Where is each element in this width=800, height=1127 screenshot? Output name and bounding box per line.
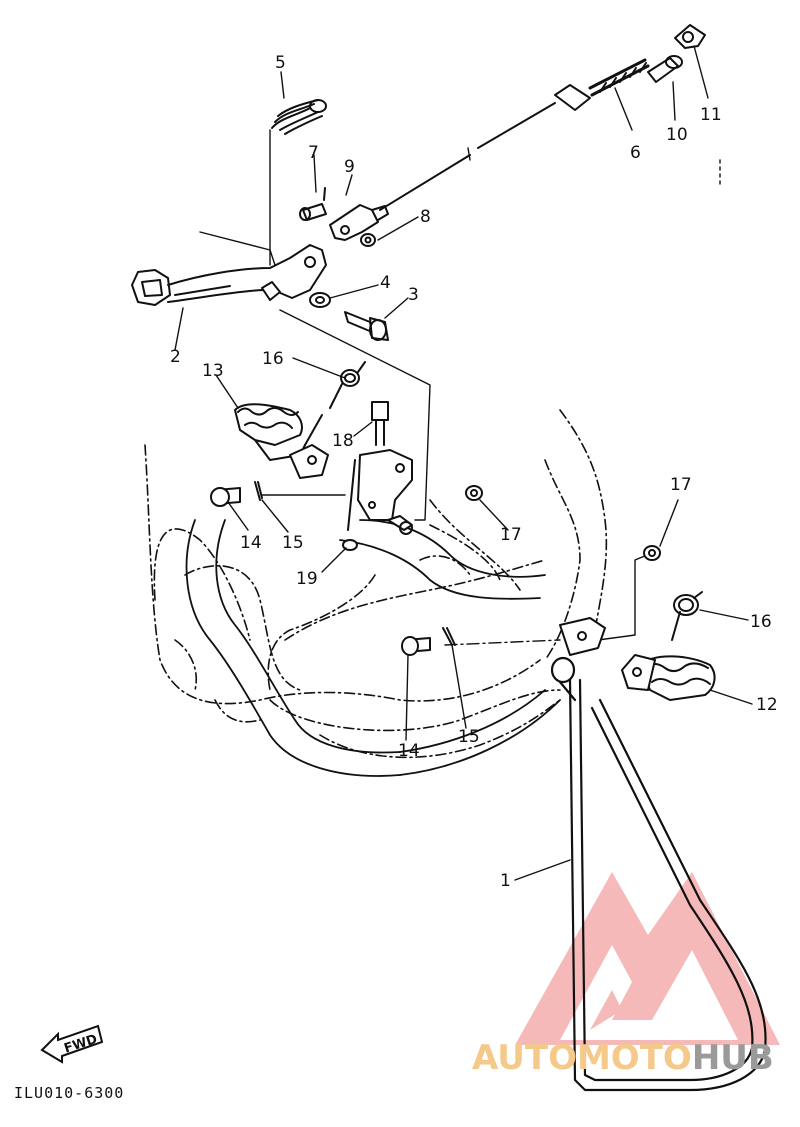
callout-14: 14 bbox=[240, 533, 262, 553]
callout-8: 8 bbox=[420, 207, 431, 227]
frame-outline bbox=[144, 409, 608, 759]
callout-11: 11 bbox=[700, 105, 722, 125]
callout-16: 16 bbox=[262, 349, 284, 369]
left-footrest-pin bbox=[210, 481, 263, 507]
callout-5: 5 bbox=[275, 53, 286, 73]
leader-lines bbox=[199, 129, 721, 646]
washers-17 bbox=[465, 485, 661, 561]
brake-pedal bbox=[131, 244, 327, 306]
callout-7: 7 bbox=[308, 143, 319, 163]
callout-12: 12 bbox=[756, 695, 778, 715]
callout-6: 6 bbox=[630, 143, 641, 163]
brake-rod bbox=[379, 58, 650, 211]
callout-15b: 15 bbox=[458, 727, 480, 747]
callout-15: 15 bbox=[282, 533, 304, 553]
callout-10: 10 bbox=[666, 125, 688, 145]
fwd-arrow-icon: FWD bbox=[40, 1024, 104, 1064]
right-footrest bbox=[621, 654, 716, 701]
left-footrest bbox=[234, 403, 329, 479]
reference-code: ILU010-6300 bbox=[14, 1084, 125, 1102]
callout-4: 4 bbox=[380, 273, 391, 293]
watermark-text: AUTOMOTOHUB bbox=[472, 1038, 774, 1078]
callout-17b: 17 bbox=[670, 475, 692, 495]
automotohub-logo-icon bbox=[515, 872, 780, 1045]
watermark-part1: AUTOMOTO bbox=[472, 1038, 692, 1078]
right-bracket bbox=[401, 617, 606, 656]
stand bbox=[550, 656, 767, 1092]
joint-pin-parts bbox=[647, 24, 706, 83]
callout-18: 18 bbox=[332, 431, 354, 451]
callout-3: 3 bbox=[408, 285, 419, 305]
callout-labels: 5 6 10 11 7 9 8 4 3 2 13 16 18 14 15 19 … bbox=[170, 53, 778, 891]
callout-17: 17 bbox=[500, 525, 522, 545]
pivot-hardware bbox=[309, 292, 389, 341]
callout-16b: 16 bbox=[750, 612, 772, 632]
callout-9: 9 bbox=[344, 157, 355, 177]
callout-13: 13 bbox=[202, 361, 224, 381]
footrest-bracket bbox=[342, 401, 413, 551]
callout-19: 19 bbox=[296, 569, 318, 589]
return-spring bbox=[271, 99, 327, 135]
callout-14b: 14 bbox=[398, 741, 420, 761]
callout-leaders bbox=[174, 45, 753, 881]
callout-2: 2 bbox=[170, 347, 181, 367]
watermark-part2: HUB bbox=[691, 1038, 774, 1078]
callout-1: 1 bbox=[500, 871, 511, 891]
clevis-parts bbox=[299, 187, 389, 247]
footrest-spring-lower bbox=[671, 591, 703, 641]
frame-tubes bbox=[185, 519, 561, 777]
footrest-spring-upper bbox=[329, 361, 366, 409]
